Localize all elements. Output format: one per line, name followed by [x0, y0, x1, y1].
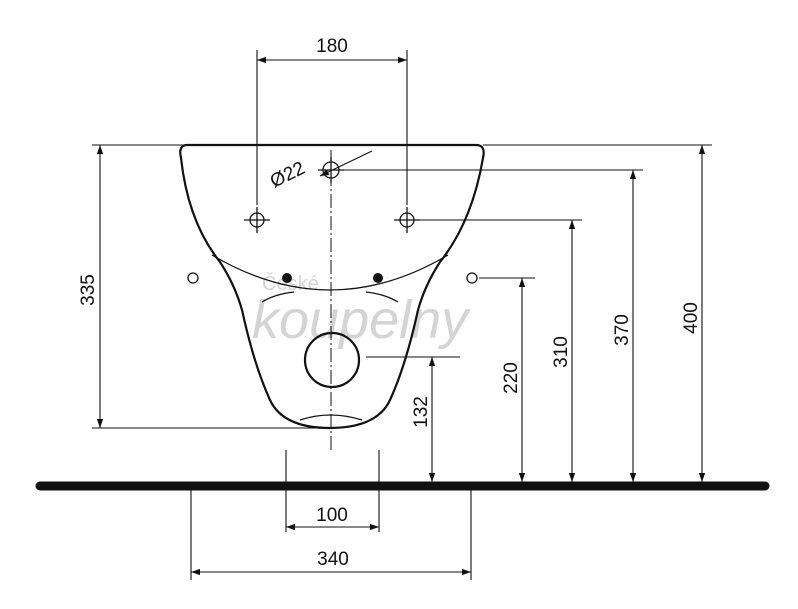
rim-mark-right — [365, 291, 399, 303]
wall-anchor-left — [187, 272, 199, 284]
dimension-top-width: 180 — [256, 36, 408, 205]
watermark: České koupelny — [252, 272, 471, 350]
dimension-height-370: 370 — [344, 169, 643, 482]
label-diameter: Ø22 — [267, 158, 308, 193]
dimension-height-220: 220 — [479, 277, 535, 482]
label-132: 132 — [411, 396, 432, 428]
dimension-pipe-diameter: Ø22 — [267, 150, 373, 193]
fixing-hole-right — [373, 273, 383, 283]
dimension-height-400: 400 — [483, 144, 712, 482]
dimension-height-132: 132 — [366, 356, 460, 482]
mounting-hole-left — [244, 207, 270, 233]
mounting-hole-right — [394, 207, 420, 233]
label-100: 100 — [316, 505, 348, 526]
wall-anchor-right — [466, 272, 478, 284]
label-310: 310 — [551, 336, 572, 368]
fixing-hole-left — [282, 273, 292, 283]
bowl-outline — [179, 143, 485, 430]
dimension-bottom-inner: 100 — [285, 450, 380, 532]
label-220: 220 — [501, 362, 522, 394]
outlet-opening — [303, 331, 361, 389]
label-400: 400 — [681, 302, 702, 334]
dimension-height-310: 310 — [420, 219, 582, 482]
dimension-height-335: 335 — [78, 144, 322, 429]
label-370: 370 — [612, 314, 633, 346]
dimension-bottom-outer: 340 — [190, 490, 472, 580]
watermark-line1: České — [262, 272, 319, 295]
label-340: 340 — [317, 549, 349, 570]
bowl-inner-curve — [211, 254, 449, 291]
watermark-line2: koupelny — [252, 290, 471, 350]
rim-mark-left — [261, 291, 295, 303]
label-335: 335 — [78, 274, 99, 306]
label-180: 180 — [316, 36, 348, 57]
